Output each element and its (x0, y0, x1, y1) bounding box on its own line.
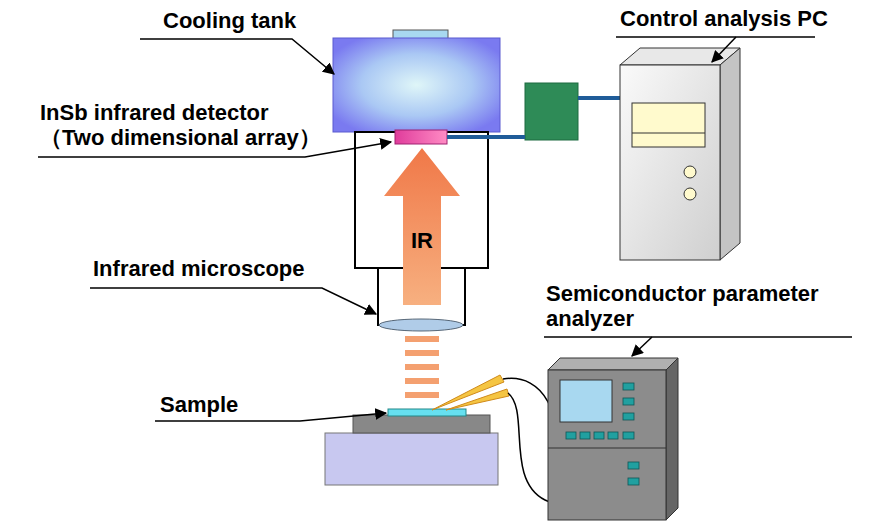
label-position: Sample (160, 392, 238, 417)
analyzer-divider (548, 448, 666, 449)
analyzer-button (623, 383, 634, 390)
leader-line (712, 37, 736, 62)
label-position: InSb infrared detector （Two dimensional … (40, 100, 326, 151)
pc-drive-panel (632, 103, 705, 147)
label-position: Infrared microscope (93, 256, 305, 281)
label-underline (544, 336, 852, 338)
part-label: Infrared microscope (93, 256, 305, 281)
probe-needle (446, 389, 509, 410)
pc-drive-slot (632, 133, 705, 134)
pc-button (684, 166, 696, 178)
analyzer-button (628, 478, 639, 485)
ir-emission-dashes (405, 336, 439, 402)
cooling-tank (333, 38, 500, 132)
interface-box (525, 83, 578, 140)
part-label: Semiconductor parameter analyzer (546, 281, 846, 332)
label-position: IR (411, 228, 433, 253)
analyzer-button (623, 413, 634, 420)
probe-cable (503, 378, 555, 458)
infrared-detector (395, 130, 447, 144)
analyzer-button (608, 432, 618, 439)
analyzer-body (548, 370, 666, 520)
part-label: Sample (160, 392, 238, 417)
label-position: Cooling tank (163, 8, 296, 33)
label-underline (616, 36, 815, 38)
leader-line (140, 39, 334, 74)
leader-line (90, 288, 376, 314)
analyzer-button (623, 432, 634, 439)
objective-lens (379, 319, 463, 331)
analyzer-side (666, 358, 678, 520)
analyzer-button (628, 462, 639, 469)
analyzer-button (566, 432, 576, 439)
ir-arrow (384, 148, 460, 305)
stage-base (325, 433, 498, 485)
detector-cable (447, 135, 525, 139)
analyzer-screen (560, 380, 612, 422)
analyzer-button (594, 432, 604, 439)
part-label: Control analysis PC (620, 6, 828, 31)
pc-cable (578, 96, 620, 100)
part-label: InSb infrared detector （Two dimensional … (40, 100, 326, 151)
analyzer-button (580, 432, 590, 439)
analyzer-top (548, 358, 678, 370)
pc-side (720, 48, 740, 260)
part-label: Cooling tank (163, 8, 296, 33)
beam-label: IR (411, 228, 433, 253)
leader-line (632, 337, 652, 356)
label-position: Control analysis PC (620, 6, 828, 31)
pc-button (684, 188, 696, 200)
label-position: Semiconductor parameter analyzer (546, 281, 846, 332)
pc-tower (620, 65, 720, 260)
stage-plate (353, 415, 490, 433)
analyzer-button (623, 398, 634, 405)
sample-chip (388, 409, 466, 416)
